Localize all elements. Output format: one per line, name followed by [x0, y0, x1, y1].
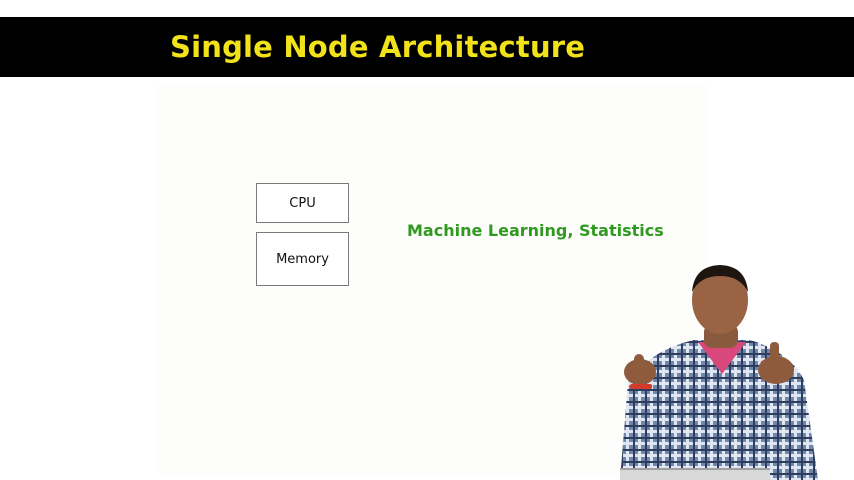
- cpu-box: CPU: [256, 183, 349, 223]
- slide-title: Single Node Architecture: [170, 30, 586, 64]
- slide-content-area: [158, 84, 706, 474]
- presenter-figure: [620, 265, 818, 480]
- annotation-text: Machine Learning, Statistics: [407, 221, 664, 240]
- cpu-label: CPU: [289, 195, 316, 211]
- memory-box: Memory: [256, 232, 349, 286]
- title-bar: [0, 17, 854, 77]
- memory-label: Memory: [276, 251, 329, 267]
